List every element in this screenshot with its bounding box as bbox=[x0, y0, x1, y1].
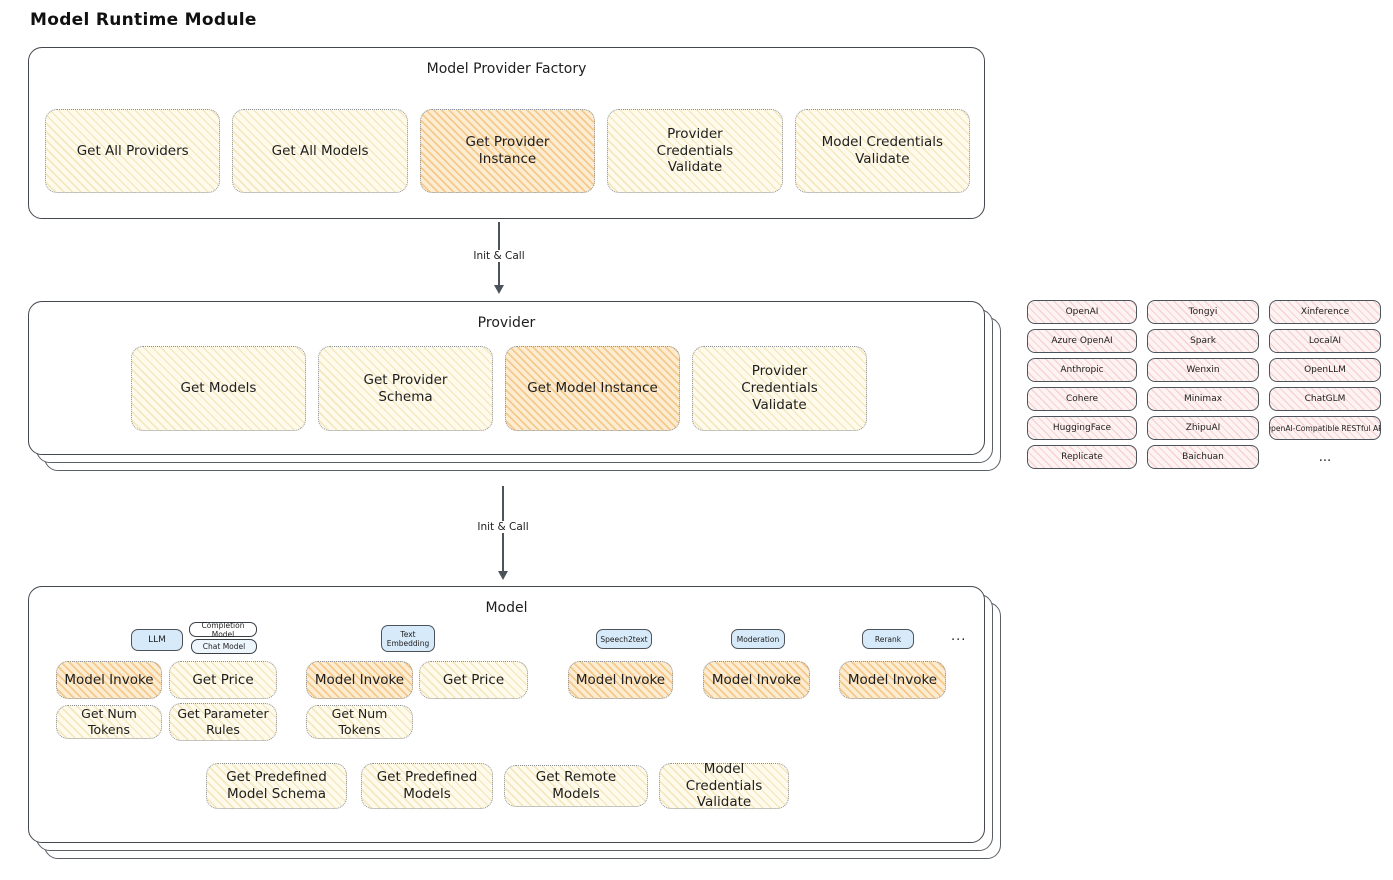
factory-title: Model Provider Factory bbox=[426, 61, 587, 77]
provider-item-cohere: Cohere bbox=[1027, 387, 1137, 411]
node-get-parameter-rules: Get Parameter Rules bbox=[169, 703, 277, 741]
node-get-num-tokens-embedding: Get Num Tokens bbox=[306, 705, 413, 739]
provider-item-wenxin: Wenxin bbox=[1147, 358, 1259, 382]
factory-container: Model Provider Factory Get All Providers… bbox=[28, 47, 985, 219]
node-model-invoke-rerank: Model Invoke bbox=[839, 661, 946, 699]
provider-item-anthropic: Anthropic bbox=[1027, 358, 1137, 382]
node-get-price-llm: Get Price bbox=[169, 661, 277, 699]
node-model-invoke-speech2text: Model Invoke bbox=[568, 661, 673, 699]
provider-title: Provider bbox=[477, 315, 536, 331]
tag-chat-model: Chat Model bbox=[191, 639, 257, 654]
tag-llm: LLM bbox=[131, 629, 183, 651]
arrow-label-init-call-2: Init & Call bbox=[473, 521, 533, 533]
provider-item-openai-compatible: OpenAI-Compatible RESTful API bbox=[1269, 416, 1381, 440]
tag-speech2text: Speech2text bbox=[596, 629, 652, 649]
provider-item-baichuan: Baichuan bbox=[1147, 445, 1259, 469]
provider-list: OpenAI Tongyi Xinference Azure OpenAI Sp… bbox=[1027, 300, 1381, 469]
provider-item-tongyi: Tongyi bbox=[1147, 300, 1259, 324]
node-get-predefined-model-schema: Get Predefined Model Schema bbox=[206, 763, 347, 809]
node-get-model-instance: Get Model Instance bbox=[505, 346, 680, 431]
provider-item-openai: OpenAI bbox=[1027, 300, 1137, 324]
provider-item-huggingface: HuggingFace bbox=[1027, 416, 1137, 440]
node-get-price-embedding: Get Price bbox=[419, 661, 528, 699]
node-model-credentials-validate: Model Credentials Validate bbox=[794, 109, 971, 193]
node-model-invoke-embedding: Model Invoke bbox=[306, 661, 413, 699]
tag-rerank: Rerank bbox=[862, 629, 914, 649]
provider-item-replicate: Replicate bbox=[1027, 445, 1137, 469]
node-get-all-models: Get All Models bbox=[232, 109, 408, 193]
tags-ellipsis: ... bbox=[951, 629, 967, 644]
node-provider-credentials-validate: Provider Credentials Validate bbox=[607, 109, 783, 193]
provider-list-more: ... bbox=[1318, 449, 1332, 465]
tag-text-embedding: Text Embedding bbox=[381, 625, 435, 652]
node-model-invoke-llm: Model Invoke bbox=[56, 661, 162, 699]
node-provider-credentials-validate-2: Provider Credentials Validate bbox=[692, 346, 867, 431]
provider-item-zhipuai: ZhipuAI bbox=[1147, 416, 1259, 440]
model-container: Model LLM Completion Model Chat Model Te… bbox=[28, 586, 985, 843]
node-get-provider-instance: Get Provider Instance bbox=[419, 109, 596, 193]
provider-item-openllm: OpenLLM bbox=[1269, 358, 1381, 382]
node-get-models: Get Models bbox=[131, 346, 306, 431]
tag-completion-model: Completion Model bbox=[189, 621, 257, 639]
tag-moderation: Moderation bbox=[731, 629, 785, 649]
node-get-num-tokens-llm: Get Num Tokens bbox=[56, 705, 162, 739]
provider-item-minimax: Minimax bbox=[1147, 387, 1259, 411]
provider-item-spark: Spark bbox=[1147, 329, 1259, 353]
provider-row: Get Models Get Provider Schema Get Model… bbox=[131, 346, 867, 431]
provider-item-chatglm: ChatGLM bbox=[1269, 387, 1381, 411]
node-get-provider-schema: Get Provider Schema bbox=[318, 346, 493, 431]
node-model-invoke-moderation: Model Invoke bbox=[703, 661, 810, 699]
model-title: Model bbox=[485, 600, 528, 616]
provider-item-localai: LocalAI bbox=[1269, 329, 1381, 353]
page-title: Model Runtime Module bbox=[30, 10, 257, 30]
node-get-predefined-models: Get Predefined Models bbox=[361, 763, 493, 809]
arrow-label-init-call-1: Init & Call bbox=[469, 250, 529, 262]
provider-container: Provider Get Models Get Provider Schema … bbox=[28, 301, 985, 455]
provider-item-xinference: Xinference bbox=[1269, 300, 1381, 324]
provider-item-azure-openai: Azure OpenAI bbox=[1027, 329, 1137, 353]
node-get-remote-models: Get Remote Models bbox=[504, 765, 648, 807]
node-get-all-providers: Get All Providers bbox=[45, 109, 221, 193]
node-model-credentials-validate-3: Model Credentials Validate bbox=[659, 761, 789, 810]
factory-row: Get All Providers Get All Models Get Pro… bbox=[45, 109, 971, 193]
